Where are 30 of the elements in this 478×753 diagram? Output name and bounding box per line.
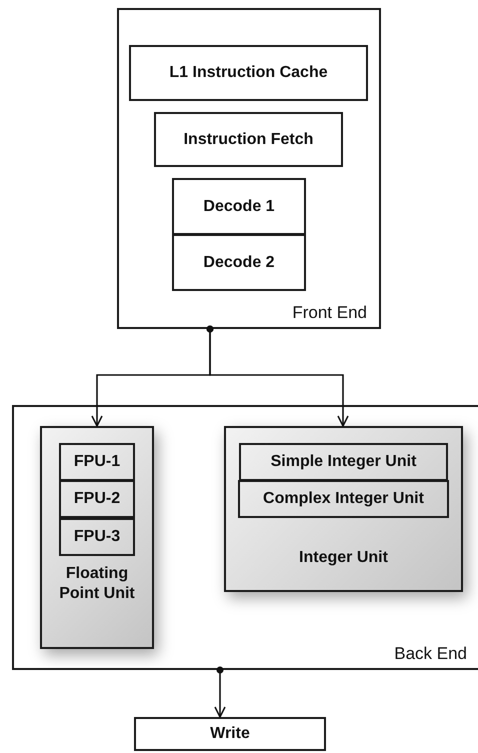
box-label: Decode 2 bbox=[203, 252, 275, 272]
box-label: Back End bbox=[394, 642, 467, 664]
stage-box bbox=[172, 178, 306, 235]
box-label: FPU-3 bbox=[74, 527, 120, 547]
box-label: L1 Instruction Cache bbox=[169, 63, 328, 83]
stage-box bbox=[239, 443, 448, 481]
box-label: FPU-1 bbox=[74, 452, 120, 472]
box-label: Decode 1 bbox=[203, 196, 275, 216]
box-label: Simple Integer Unit bbox=[270, 452, 416, 472]
stage-box bbox=[172, 234, 306, 291]
arrow bbox=[214, 666, 226, 718]
stage-frame bbox=[12, 405, 478, 670]
box-label: Instruction Fetch bbox=[184, 130, 314, 150]
stage-box bbox=[129, 45, 368, 101]
arrow bbox=[206, 326, 349, 427]
stage-box bbox=[238, 480, 449, 518]
box-label: Floating Point Unit bbox=[59, 564, 135, 604]
stage-frame bbox=[117, 8, 381, 329]
stage-box bbox=[134, 717, 326, 751]
box-label: Integer Unit bbox=[298, 548, 389, 568]
stage-box bbox=[59, 480, 135, 518]
unit-box bbox=[224, 426, 463, 592]
unit-box bbox=[40, 426, 154, 649]
stage-box bbox=[59, 518, 135, 556]
box-label: Complex Integer Unit bbox=[263, 489, 424, 509]
stage-box bbox=[59, 443, 135, 481]
box-label: Write bbox=[210, 724, 250, 744]
stage-box bbox=[154, 112, 343, 167]
box-label: Front End bbox=[292, 302, 367, 323]
box-label: FPU-2 bbox=[74, 489, 120, 509]
